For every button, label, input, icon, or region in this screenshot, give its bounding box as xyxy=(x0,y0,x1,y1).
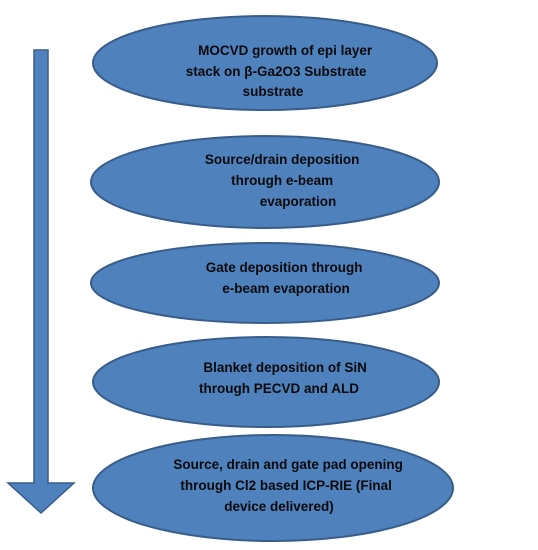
process-step-3-line-1: Gate deposition through xyxy=(206,260,363,275)
process-step-4-line-1: Blanket deposition of SiN xyxy=(203,360,367,375)
process-step-5-label: Source, drain and gate pad opening throu… xyxy=(173,457,406,514)
process-step-4-ellipse xyxy=(92,336,440,428)
process-step-1-line-1: MOCVD growth of epi layer xyxy=(198,43,373,58)
process-step-3-ellipse xyxy=(90,242,440,324)
process-step-2-ellipse xyxy=(90,135,440,229)
process-step-2-line-1: Source/drain deposition xyxy=(205,152,360,167)
process-step-5: Source, drain and gate pad opening throu… xyxy=(92,434,454,542)
process-step-1: MOCVD growth of epi layer stack on β-Ga2… xyxy=(92,15,438,111)
process-step-3-line-2: e-beam evaporation xyxy=(222,281,350,296)
process-step-2-line-2: through e-beam xyxy=(231,173,333,188)
process-step-3-label: Gate deposition through e-beam evaporati… xyxy=(206,260,367,296)
process-step-5-ellipse xyxy=(92,434,454,542)
process-step-1-line-2: stack on β-Ga2O3 Substrate xyxy=(186,64,367,79)
process-step-1-line-3: substrate xyxy=(243,84,304,99)
process-step-5-line-1: Source, drain and gate pad opening xyxy=(173,457,403,472)
process-step-1-label: MOCVD growth of epi layer stack on β-Ga2… xyxy=(186,43,376,99)
process-step-2-label: Source/drain deposition through e-beam e… xyxy=(205,152,363,209)
process-step-3: Gate deposition through e-beam evaporati… xyxy=(90,242,440,324)
process-step-2: Source/drain deposition through e-beam e… xyxy=(90,135,440,229)
flow-direction-arrow xyxy=(6,49,76,515)
process-step-5-line-2: through Cl2 based ICP-RIE (Final xyxy=(180,478,392,493)
process-step-5-line-3: device delivered) xyxy=(224,499,334,514)
process-step-1-ellipse xyxy=(92,15,438,111)
process-step-2-line-3: evaporation xyxy=(260,194,337,209)
process-step-4: Blanket deposition of SiN through PECVD … xyxy=(92,336,440,428)
process-step-4-label: Blanket deposition of SiN through PECVD … xyxy=(199,360,371,396)
process-step-4-line-2: through PECVD and ALD xyxy=(199,381,359,396)
